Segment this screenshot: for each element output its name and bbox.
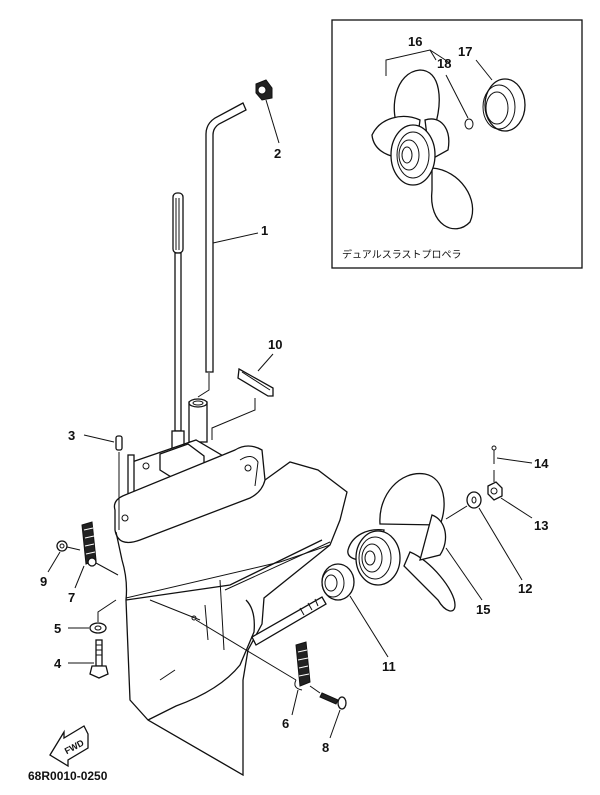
- callout-14: 14: [534, 456, 549, 471]
- inset-frame: [331, 19, 583, 269]
- inset-washer: [464, 118, 474, 130]
- bolt: [89, 639, 109, 679]
- shift-clip: [237, 367, 274, 397]
- fwd-arrow-icon: FWD: [49, 725, 89, 768]
- callout-9: 9: [40, 574, 47, 589]
- dowel-pin: [115, 435, 123, 451]
- propeller: [347, 472, 456, 612]
- callout-12: 12: [518, 581, 532, 596]
- drive-shaft: [171, 192, 185, 457]
- gearcase: [115, 461, 348, 777]
- callout-10: 10: [268, 337, 282, 352]
- callout-16: 16: [408, 34, 422, 49]
- prop-washer: [466, 491, 482, 509]
- callout-18: 18: [437, 56, 451, 71]
- callout-8: 8: [322, 740, 329, 755]
- inset-dual-thrust-propeller: 16 17 18 デュアルスラストプロペラ: [331, 19, 583, 269]
- callout-13: 13: [534, 518, 548, 533]
- shift-rod: [205, 102, 247, 373]
- callout-5: 5: [54, 621, 61, 636]
- anode-lower: [294, 641, 311, 691]
- anode-bolt: [56, 540, 81, 552]
- inset-propeller: [371, 69, 474, 230]
- inset-caption: デュアルスラストプロペラ: [342, 248, 462, 261]
- callout-17: 17: [458, 44, 472, 59]
- callout-4: 4: [54, 656, 62, 671]
- callout-15: 15: [476, 602, 490, 617]
- drawing-code: 68R0010-0250: [28, 769, 108, 783]
- prop-nut: [487, 481, 503, 501]
- inset-spacer: [482, 78, 526, 132]
- washer: [89, 622, 107, 634]
- anode-upper: [81, 521, 97, 567]
- grommet: [255, 79, 273, 101]
- callout-11: 11: [382, 659, 396, 674]
- thrust-spacer: [321, 563, 355, 601]
- callout-6: 6: [282, 716, 289, 731]
- shift-rod-bushing: [188, 398, 208, 443]
- callout-7: 7: [68, 590, 75, 605]
- propeller-shaft: [251, 596, 327, 646]
- callout-2: 2: [274, 146, 281, 161]
- cotter-pin: [491, 445, 497, 464]
- callout-3: 3: [68, 428, 75, 443]
- callout-1: 1: [261, 223, 268, 238]
- anode-screw: [319, 692, 347, 710]
